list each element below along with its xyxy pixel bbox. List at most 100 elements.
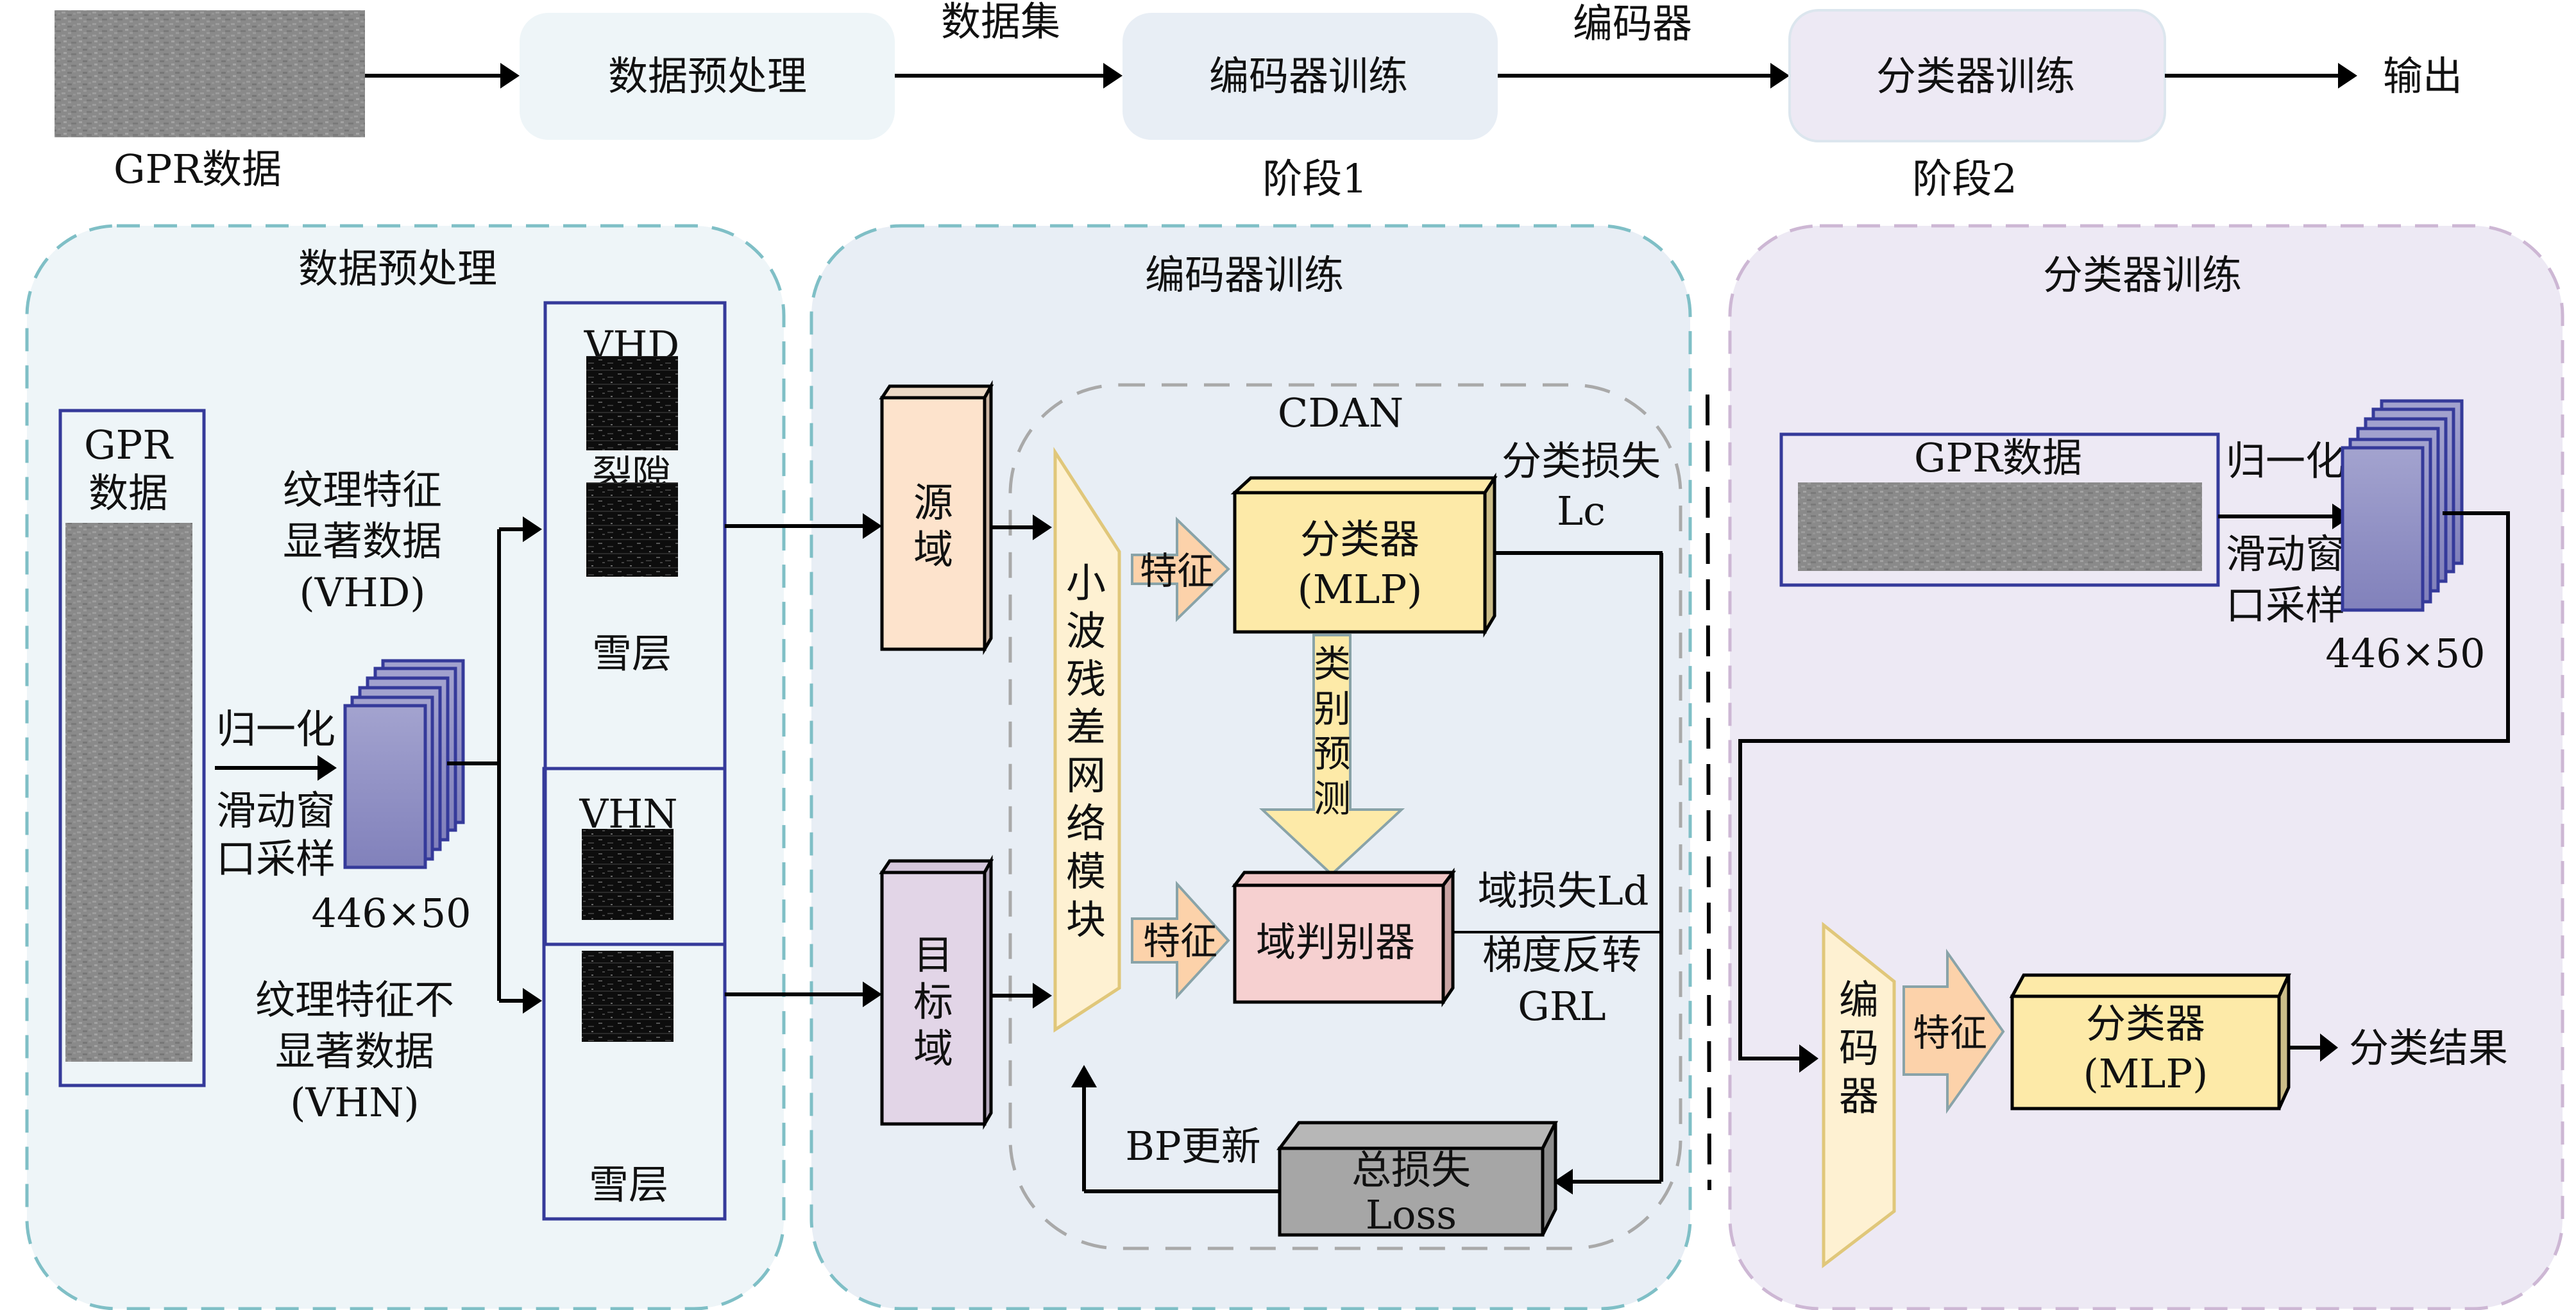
vhd-desc-line1: 纹理特征 xyxy=(283,466,442,513)
wavelet-residual-backbone: 小 波 残 差 网 络 模 块 xyxy=(1053,447,1121,1033)
encoder-char1: 编 xyxy=(1839,976,1879,1023)
panel-encoder-title: 编码器训练 xyxy=(1145,251,1344,298)
classifier-normalize-label: 归一化 xyxy=(2226,438,2345,484)
classifier-feature-label: 特征 xyxy=(1913,1011,1987,1055)
step-encoder-label: 编码器训练 xyxy=(1209,53,1408,99)
classifier-gpr-image xyxy=(1798,482,2202,571)
encoder-char3: 器 xyxy=(1839,1073,1879,1119)
class-prediction-arrow: 类 别 预 测 xyxy=(1258,634,1405,876)
class-pred-char4: 测 xyxy=(1314,777,1351,821)
vhd-snow-image xyxy=(586,482,678,577)
target-domain-char3: 域 xyxy=(913,1025,953,1072)
source-domain-char2: 域 xyxy=(913,526,953,573)
gpr-thumbnail xyxy=(55,10,365,137)
stage-1-label: 阶段1 xyxy=(1262,155,1367,202)
arrowhead xyxy=(1033,983,1052,1008)
backbone-label: 小 xyxy=(1066,559,1106,606)
vhn-box: VHN 裂隙 雪层 xyxy=(542,767,727,1221)
panel-classifier: 分类器训练 GPR数据 归一化 滑动窗 口采样 446×50 xyxy=(1728,224,2564,1310)
panel-encoder: 编码器训练 源 域 目 标 域 CDAN xyxy=(725,224,1692,1310)
arrowhead xyxy=(1103,63,1123,89)
arrowhead xyxy=(1554,1169,1573,1195)
gpr-input-box: GPR 数据 xyxy=(58,409,206,1087)
vhd-crack-image xyxy=(586,356,678,450)
encoder-char2: 码 xyxy=(1839,1025,1879,1071)
panel-preprocess: 数据预处理 GPR 数据 归一化 滑动窗 口采样 446×50 xyxy=(25,224,786,1310)
edge-label-dataset: 数据集 xyxy=(941,0,1060,45)
normalize-label: 归一化 xyxy=(216,706,335,753)
gpr-box-label-line2: 数据 xyxy=(89,470,168,516)
arrowhead xyxy=(500,63,520,89)
frozen-encoder: 编 码 器 xyxy=(1822,921,1896,1269)
step-classifier-label: 分类器训练 xyxy=(1876,53,2075,99)
arrowhead xyxy=(2320,1034,2338,1062)
step-encoder-box[interactable] xyxy=(1123,13,1498,140)
classifier-mlp-block: 分类器 (MLP) xyxy=(1230,472,1498,638)
arrowhead xyxy=(863,513,882,539)
sliding-window-line1: 滑动窗 xyxy=(216,787,335,834)
classifier-label-line2: (MLP) xyxy=(1298,566,1423,613)
backbone-label-char: 残 xyxy=(1066,656,1106,702)
class-pred-char1: 类 xyxy=(1314,642,1351,686)
feature-label-lower: 特征 xyxy=(1143,919,1217,963)
cdan-title: CDAN xyxy=(1278,389,1403,436)
step-preprocess-box[interactable] xyxy=(520,13,895,140)
backbone-label-char: 块 xyxy=(1066,896,1106,943)
feature-arrow-lower: 特征 xyxy=(1131,880,1230,1000)
class-pred-char2: 别 xyxy=(1314,687,1351,731)
classification-result-label: 分类结果 xyxy=(2349,1025,2508,1071)
step-classifier-training[interactable]: 分类器训练 xyxy=(1788,9,2166,142)
vhn-crack-image xyxy=(582,829,674,920)
gpr-box-label-line1: GPR xyxy=(84,421,174,468)
vhd-snow-label: 雪层 xyxy=(592,630,672,677)
grl-line1: 梯度反转 xyxy=(1482,931,1641,978)
final-classifier-line1: 分类器 xyxy=(2086,1000,2205,1047)
source-domain-char1: 源 xyxy=(913,479,953,526)
arrowhead xyxy=(863,982,882,1007)
vhn-desc-line2: 显著数据 xyxy=(275,1028,434,1075)
vhn-snow-label: 雪层 xyxy=(589,1161,668,1208)
feature-arrow-upper: 特征 xyxy=(1131,516,1230,622)
vhd-desc-line3: (VHD) xyxy=(300,569,426,616)
cls-loss-line1: 分类损失 xyxy=(1502,438,1661,484)
patch-stack-icon xyxy=(343,659,465,869)
cdan-frame xyxy=(1008,383,1682,1250)
vhn-desc-line1: 纹理特征不 xyxy=(255,976,454,1023)
vhn-desc-line3: (VHN) xyxy=(290,1079,419,1126)
classifier-patch-stack-icon xyxy=(2341,399,2464,612)
vhd-desc-line2: 显著数据 xyxy=(283,518,442,565)
classifier-patch-size: 446×50 xyxy=(2325,630,2485,677)
final-classifier-line2: (MLP) xyxy=(2083,1050,2208,1097)
feature-label-upper: 特征 xyxy=(1140,549,1214,593)
arrowhead xyxy=(318,755,337,781)
total-loss-line2: Loss xyxy=(1366,1191,1457,1238)
discriminator-label: 域判别器 xyxy=(1256,919,1415,965)
stage-2-label: 阶段2 xyxy=(1912,155,2017,202)
cls-loss-line2: Lc xyxy=(1557,488,1606,534)
classifier-gpr-label: GPR数据 xyxy=(1914,434,2082,481)
target-domain-char2: 标 xyxy=(913,978,953,1025)
total-loss-block: 总损失 Loss xyxy=(1276,1121,1559,1238)
arrowhead xyxy=(2338,63,2357,89)
arrowhead xyxy=(523,516,542,542)
arrowhead xyxy=(1799,1044,1818,1073)
domain-discriminator-block: 域判别器 xyxy=(1232,867,1456,1008)
sliding-window-line2: 口采样 xyxy=(216,835,335,882)
final-classifier-mlp-block: 分类器 (MLP) xyxy=(2009,973,2291,1110)
domain-loss-label: 域损失Ld xyxy=(1478,867,1649,914)
backbone-label-char: 络 xyxy=(1066,800,1106,847)
backbone-label-char: 网 xyxy=(1066,752,1106,799)
arrowhead xyxy=(1071,1065,1097,1087)
step-preprocess[interactable]: 数据预处理 xyxy=(520,13,895,140)
target-domain-block: 目 标 域 xyxy=(879,855,994,1130)
classifier-feature-arrow: 特征 xyxy=(1902,948,2005,1114)
target-domain-char1: 目 xyxy=(913,931,953,978)
arrowhead xyxy=(1770,63,1790,89)
arrowhead xyxy=(1033,515,1052,540)
vhn-snow-image xyxy=(582,951,674,1042)
backbone-label-char: 波 xyxy=(1066,608,1106,654)
step-encoder-training[interactable]: 编码器训练 xyxy=(1123,13,1498,140)
classifier-gpr-box: GPR数据 xyxy=(1779,432,2220,587)
total-loss-line1: 总损失 xyxy=(1352,1146,1471,1193)
